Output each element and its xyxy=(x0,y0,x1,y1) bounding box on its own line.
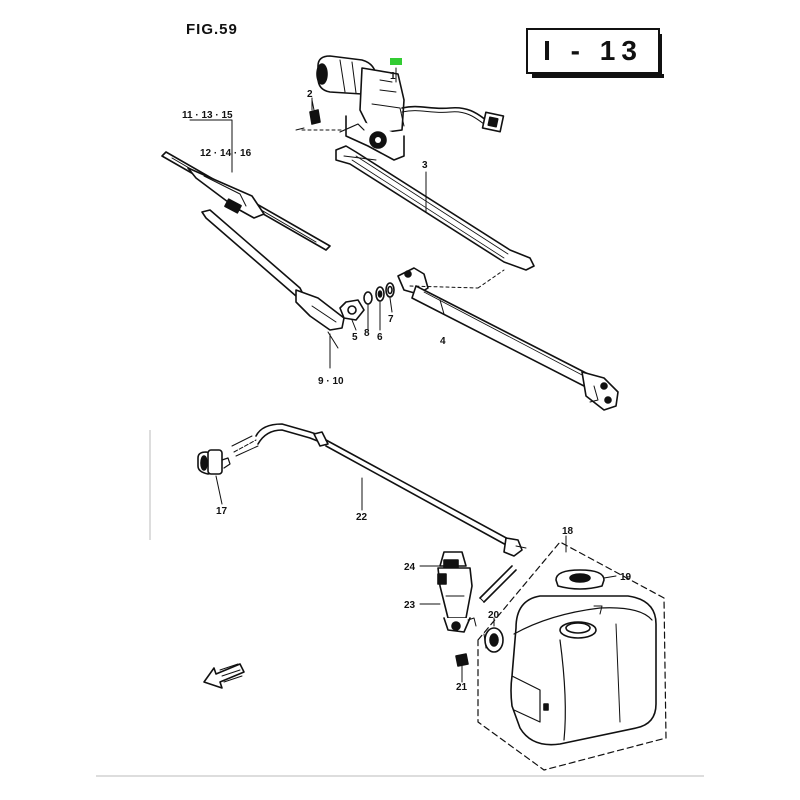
wiper-motor xyxy=(316,55,505,161)
callout-19: 19 xyxy=(620,572,632,583)
callout-20: 20 xyxy=(488,610,500,621)
callout-11-13-15: 11 · 13 · 15 xyxy=(182,110,233,121)
callout-21: 21 xyxy=(456,682,468,693)
wiper-arm xyxy=(201,209,345,349)
wiper-linkage-4 xyxy=(397,267,619,411)
nut-washer-set xyxy=(339,282,395,321)
bolt-part-2 xyxy=(295,99,321,131)
callout-4: 4 xyxy=(440,336,446,347)
callout-12-14-16: 12 · 14 · 16 xyxy=(200,148,252,159)
pump-hose xyxy=(479,565,517,603)
figure-label: FIG.59 xyxy=(186,21,238,38)
washer-nozzle-17 xyxy=(197,449,231,475)
callout-8: 8 xyxy=(364,328,370,339)
callout-numbers: 1 2 3 4 5 6 7 8 9 · 10 11 · 13 · 15 12 ·… xyxy=(182,71,632,693)
callout-6: 6 xyxy=(377,332,383,343)
callout-24: 24 xyxy=(404,562,416,573)
callout-22: 22 xyxy=(356,512,368,523)
grommet-20 xyxy=(483,627,504,653)
page-code-box: I - 13 xyxy=(526,28,664,78)
tank-cap-19 xyxy=(555,569,605,590)
part-1-highlight xyxy=(390,58,402,65)
screw-21 xyxy=(455,653,469,677)
callout-9-10: 9 · 10 xyxy=(318,376,344,387)
callout-23: 23 xyxy=(404,600,416,611)
wiper-link-rod-3 xyxy=(335,145,535,271)
leader-lines xyxy=(189,67,617,683)
callout-2: 2 xyxy=(307,89,313,100)
washer-hose-22 xyxy=(231,423,527,557)
washer-tank-18 xyxy=(477,541,667,771)
callout-5: 5 xyxy=(352,332,358,343)
front-arrow-icon xyxy=(203,663,245,689)
callout-3: 3 xyxy=(422,160,428,171)
washer-pump xyxy=(437,551,477,633)
callout-7: 7 xyxy=(388,314,394,325)
callout-17: 17 xyxy=(216,506,228,517)
callout-1: 1 xyxy=(390,71,396,82)
scan-edges xyxy=(96,430,704,777)
callout-18: 18 xyxy=(562,526,574,537)
wiper-blade xyxy=(161,151,331,251)
